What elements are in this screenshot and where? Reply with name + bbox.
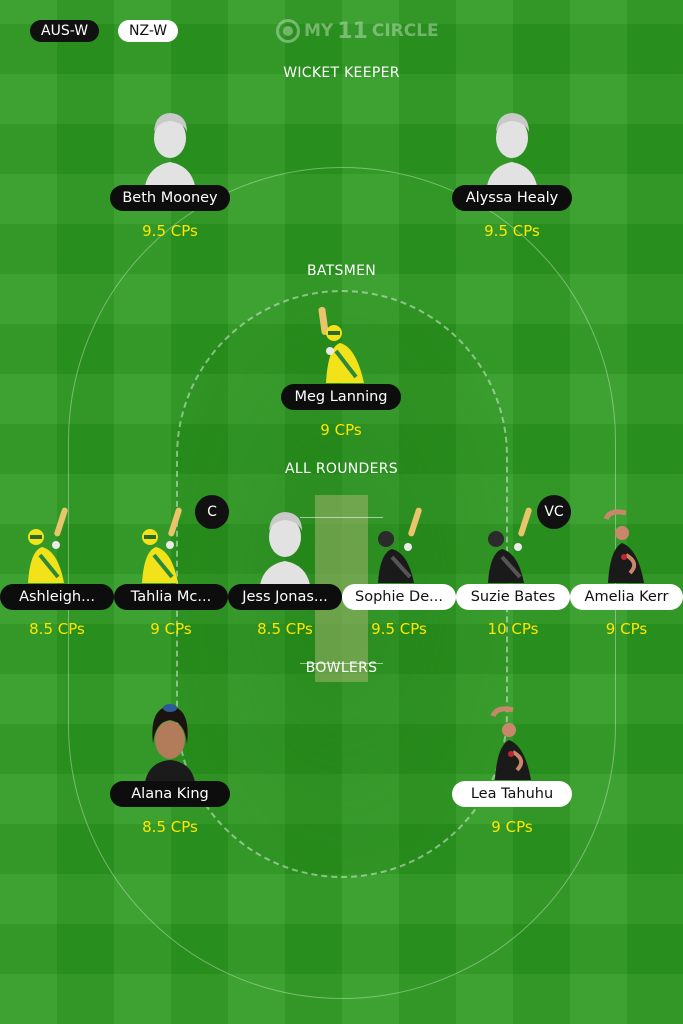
player-credits: 8.5 CPs [142, 818, 198, 836]
player-card-alyssa-healy[interactable]: Alyssa Healy [452, 108, 572, 213]
player-name: Sophie De... [342, 584, 456, 610]
player-credits: 8.5 CPs [257, 620, 313, 638]
player-card-tahlia[interactable]: Tahlia Mc... [114, 507, 228, 612]
player-card-sophie-devine[interactable]: Sophie De... [342, 507, 456, 612]
player-name: Beth Mooney [110, 185, 230, 211]
batsman-black-icon [488, 507, 532, 583]
bowler-black-icon [490, 706, 531, 780]
player-card-ashleigh[interactable]: Ashleigh... [0, 507, 114, 612]
player-name: Jess Jonas... [228, 584, 342, 610]
batsman-yellow-icon [142, 507, 182, 583]
player-card-jess-jonassen[interactable]: Jess Jonas... [228, 507, 342, 612]
team-badge-aus-w: AUS-W [30, 20, 100, 42]
section-title-batsmen: BATSMEN [306, 263, 377, 279]
logo-text-suffix: CIRCLE [371, 21, 439, 41]
placeholder-silhouette-icon [260, 512, 310, 585]
player-credits: 9 CPs [320, 421, 362, 439]
section-title-bowlers: BOWLERS [305, 660, 378, 676]
batsman-yellow-icon [318, 307, 364, 383]
player-name: Amelia Kerr [570, 584, 683, 610]
placeholder-silhouette-icon [487, 113, 537, 186]
bowler-black-icon [603, 509, 644, 583]
player-name: Suzie Bates [456, 584, 570, 610]
player-credits: 8.5 CPs [29, 620, 85, 638]
player-name: Lea Tahuhu [452, 781, 572, 807]
player-name: Alana King [110, 781, 230, 807]
crease-line [300, 517, 383, 518]
player-card-suzie-bates[interactable]: Suzie Bates [456, 507, 570, 612]
player-name: Ashleigh... [0, 584, 114, 610]
player-card-beth-mooney[interactable]: Beth Mooney [110, 108, 230, 213]
vice-captain-badge: VC [537, 495, 571, 529]
player-credits: 9.5 CPs [484, 222, 540, 240]
section-title-wicket-keeper: WICKET KEEPER [283, 65, 400, 81]
placeholder-silhouette-icon [145, 113, 195, 186]
logo-circle-icon [276, 19, 300, 43]
player-credits: 9 CPs [605, 620, 648, 638]
section-title-all-rounders: ALL ROUNDERS [285, 461, 398, 477]
player-credits: 9 CPs [491, 818, 533, 836]
player-card-meg-lanning[interactable]: Meg Lanning [281, 307, 401, 412]
player-card-alana-king[interactable]: Alana King [110, 704, 230, 809]
player-credits: 9.5 CPs [371, 620, 427, 638]
logo-text-number: 11 [337, 18, 368, 44]
player-name: Meg Lanning [281, 384, 401, 410]
batsman-yellow-icon [28, 507, 68, 583]
logo-text-prefix: MY [304, 21, 334, 41]
player-card-amelia-kerr[interactable]: Amelia Kerr [570, 507, 683, 612]
player-name: Tahlia Mc... [114, 584, 228, 610]
crease-line [300, 663, 383, 664]
player-card-lea-tahuhu[interactable]: Lea Tahuhu [452, 704, 572, 809]
batsman-black-icon [378, 507, 422, 583]
player-name: Alyssa Healy [452, 185, 572, 211]
player-photo [145, 704, 195, 782]
player-credits: 9 CPs [150, 620, 192, 638]
captain-badge: C [195, 495, 229, 529]
player-credits: 9.5 CPs [142, 222, 198, 240]
player-credits: 10 CPs [487, 620, 539, 638]
team-badge-nz-w: NZ-W [118, 20, 179, 42]
